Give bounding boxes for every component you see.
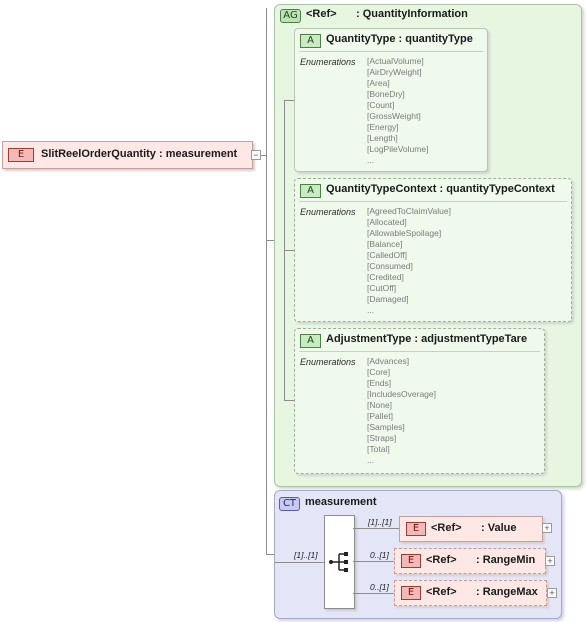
- enum-value: [AllowableSpoilage]: [367, 228, 442, 238]
- enum-value: [LogPileVolume]: [367, 144, 429, 154]
- connector: [266, 8, 267, 554]
- enumerations-label: Enumerations: [300, 57, 356, 67]
- enum-value: [BoneDry]: [367, 89, 405, 99]
- enum-value: [Energy]: [367, 122, 399, 132]
- connector: [284, 100, 294, 101]
- expand-toggle[interactable]: +: [545, 556, 555, 566]
- root-element[interactable]: E SlitReelOrderQuantity : measurement: [2, 141, 253, 169]
- enum-value: [Allocated]: [367, 217, 407, 227]
- enum-value: [Ends]: [367, 378, 392, 388]
- child-element-range-max[interactable]: E <Ref> : RangeMax: [394, 580, 547, 606]
- enum-value: [AirDryWeight]: [367, 67, 422, 77]
- enum-value: [Core]: [367, 367, 391, 377]
- enumerations-label: Enumerations: [300, 357, 356, 367]
- enum-value: ...: [367, 305, 375, 315]
- enum-value: [Damaged]: [367, 294, 409, 304]
- enum-value: [GrossWeight]: [367, 111, 421, 121]
- enum-value: [Pallet]: [367, 411, 393, 421]
- enumeration-list: [AgreedToClaimValue] [Allocated] [Allowa…: [367, 206, 451, 316]
- attribute-group-name: : QuantityInformation: [356, 8, 468, 20]
- element-name: : RangeMin: [476, 554, 536, 566]
- attribute-card-quantity-type-context[interactable]: A QuantityTypeContext : quantityTypeCont…: [294, 178, 572, 322]
- connector: [284, 400, 294, 401]
- element-ref: <Ref>: [431, 522, 462, 534]
- root-collapse-toggle[interactable]: −: [251, 150, 261, 160]
- element-ref: <Ref>: [426, 554, 457, 566]
- connector: [353, 528, 399, 529]
- element-name: : Value: [481, 522, 517, 534]
- enumerations-label: Enumerations: [300, 207, 356, 217]
- connector: [353, 561, 394, 562]
- child-element-value[interactable]: E <Ref> : Value: [399, 516, 543, 542]
- element-badge: E: [8, 148, 34, 162]
- element-badge: E: [401, 586, 421, 600]
- expand-toggle[interactable]: +: [542, 523, 552, 533]
- complex-type-multiplicity: [1]..[1]: [294, 550, 318, 560]
- enumeration-list: [Advances] [Core] [Ends] [IncludesOverag…: [367, 356, 436, 466]
- attribute-group-badge: AG: [280, 9, 301, 23]
- sequence-compositor[interactable]: [324, 515, 355, 609]
- connector: [275, 562, 324, 563]
- attribute-badge: A: [300, 334, 321, 348]
- element-badge: E: [406, 522, 426, 536]
- enum-value: [AgreedToClaimValue]: [367, 206, 451, 216]
- divider: [299, 201, 567, 202]
- enumeration-list: [ActualVolume] [AirDryWeight] [Area] [Bo…: [367, 56, 428, 166]
- element-ref: <Ref>: [426, 586, 457, 598]
- attribute-badge: A: [300, 184, 321, 198]
- enum-value: [Length]: [367, 133, 398, 143]
- divider: [299, 351, 540, 352]
- sequence-icon: [329, 552, 348, 572]
- attribute-card-adjustment-type[interactable]: A AdjustmentType : adjustmentTypeTare En…: [294, 328, 545, 474]
- attribute-group-ref: <Ref>: [306, 8, 337, 20]
- enum-value: [ActualVolume]: [367, 56, 424, 66]
- enum-value: [Total]: [367, 444, 390, 454]
- enum-value: [IncludesOverage]: [367, 389, 436, 399]
- enum-value: [Consumed]: [367, 261, 413, 271]
- enum-value: [CutOff]: [367, 283, 397, 293]
- complex-type-name: measurement: [305, 496, 377, 508]
- enum-value: [Straps]: [367, 433, 397, 443]
- enum-value: [Area]: [367, 78, 390, 88]
- enum-value: ...: [367, 455, 375, 465]
- enum-value: [Samples]: [367, 422, 405, 432]
- attribute-name: AdjustmentType : adjustmentTypeTare: [326, 333, 528, 345]
- enum-value: [CalledOff]: [367, 250, 408, 260]
- child-multiplicity: 0..[1]: [370, 582, 389, 592]
- attribute-badge: A: [300, 34, 321, 48]
- child-element-range-min[interactable]: E <Ref> : RangeMin: [394, 548, 546, 574]
- connector: [266, 554, 275, 555]
- enum-value: [Balance]: [367, 239, 403, 249]
- child-multiplicity: [1]..[1]: [368, 517, 392, 527]
- root-element-label: SlitReelOrderQuantity : measurement: [41, 148, 238, 160]
- connector: [261, 155, 266, 156]
- divider: [299, 51, 483, 52]
- child-multiplicity: 0..[1]: [370, 550, 389, 560]
- enum-value: [None]: [367, 400, 393, 410]
- enum-value: [Count]: [367, 100, 395, 110]
- attribute-name: QuantityType : quantityType: [326, 33, 473, 45]
- element-name: : RangeMax: [476, 586, 538, 598]
- enum-value: [Credited]: [367, 272, 404, 282]
- attribute-name: QuantityTypeContext : quantityTypeContex…: [326, 183, 555, 195]
- complex-type-badge: CT: [279, 497, 300, 511]
- enum-value: [Advances]: [367, 356, 410, 366]
- enum-value: ...: [367, 155, 375, 165]
- element-badge: E: [401, 554, 421, 568]
- connector: [353, 593, 394, 594]
- connector: [266, 240, 274, 241]
- attribute-card-quantity-type[interactable]: A QuantityType : quantityType Enumeratio…: [294, 28, 488, 172]
- connector: [284, 250, 294, 251]
- expand-toggle[interactable]: +: [547, 588, 557, 598]
